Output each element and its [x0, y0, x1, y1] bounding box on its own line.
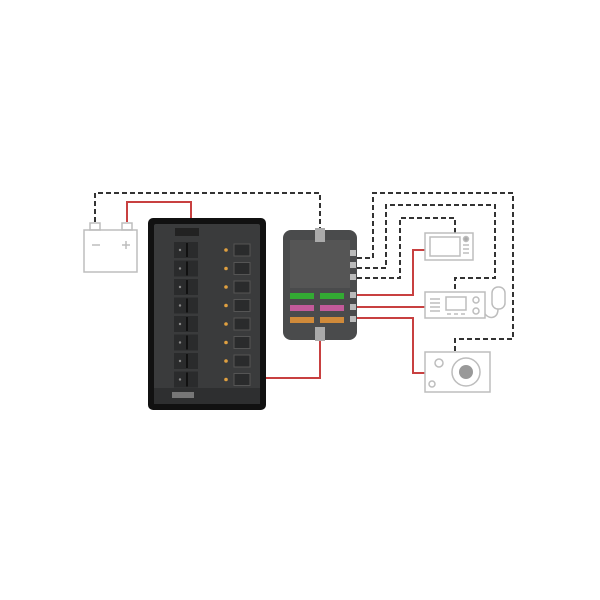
speaker-icon [424, 351, 491, 393]
power-wire-display [357, 249, 425, 296]
indicator-led [224, 266, 228, 271]
breaker-switch[interactable] [174, 316, 251, 332]
ground-wire-speaker [357, 192, 514, 352]
breaker-switch[interactable] [174, 242, 251, 258]
switch-panel [148, 218, 266, 410]
breaker-switch[interactable] [174, 260, 251, 277]
indicator-led [224, 285, 228, 289]
breaker-switch[interactable] [174, 371, 251, 388]
indicator-led [224, 248, 228, 252]
ground-wire-display [357, 217, 456, 279]
ground-wire-radio [357, 204, 496, 292]
power-wire-speaker [357, 317, 425, 374]
breaker-switch[interactable] [174, 353, 251, 369]
indicator-led [224, 377, 228, 382]
breaker-switch[interactable] [174, 279, 251, 295]
indicator-led [224, 303, 228, 308]
battery-icon [83, 222, 138, 273]
power-wire-battery [126, 201, 192, 222]
indicator-led [224, 340, 228, 345]
indicator-led [224, 359, 228, 363]
ground-wire-battery [94, 192, 321, 230]
power-wire-panel-to-fuse [266, 340, 321, 379]
breaker-switch[interactable] [174, 297, 251, 314]
indicator-led [224, 322, 228, 326]
chartplotter-icon [424, 232, 474, 261]
fuse-block [283, 228, 357, 341]
vhf-radio-icon [424, 286, 506, 319]
breaker-switch[interactable] [174, 334, 251, 351]
